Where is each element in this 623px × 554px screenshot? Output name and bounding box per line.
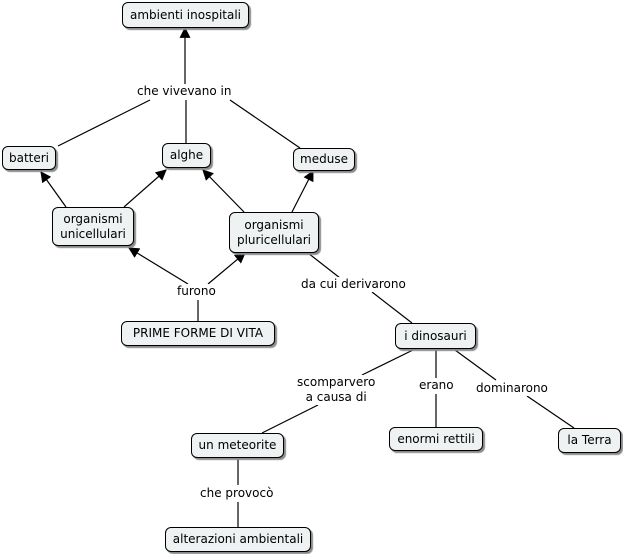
edge-derivarono-to-dinosauri <box>371 291 413 324</box>
concept-ambienti-inospitali[interactable]: ambienti inospitali <box>122 2 249 28</box>
concept-la-terra[interactable]: la Terra <box>558 428 621 453</box>
edge-dinosauri-to-scomparvero <box>361 349 414 376</box>
edge-furono-to-unicellulari <box>128 247 189 285</box>
concept-meduse[interactable]: meduse <box>293 148 355 171</box>
link-label-furono: furono <box>176 284 217 299</box>
concept-enormi-rettili[interactable]: enormi rettili <box>389 427 483 451</box>
concept-organismi-pluricellulari[interactable]: organismi pluricellulari <box>229 212 319 253</box>
concept-un-meteorite[interactable]: un meteorite <box>191 433 284 458</box>
link-label-scomparvero: scomparvero a causa di <box>296 375 377 405</box>
concept-i-dinosauri[interactable]: i dinosauri <box>395 323 476 349</box>
concept-organismi-unicellulari[interactable]: organismi unicellulari <box>52 207 134 246</box>
edge-meduse-to-vivevano <box>229 99 301 149</box>
edge-furono-to-pluricellulari <box>207 252 246 285</box>
link-label-provoco: che provocò <box>199 486 275 501</box>
concept-prime-forme-di-vita[interactable]: PRIME FORME DI VITA <box>121 321 275 346</box>
edge-dominarono-to-terra <box>526 395 575 429</box>
link-label-derivarono: da cui derivarono <box>300 277 407 292</box>
edge-unicellulari-to-batteri <box>40 171 67 208</box>
edge-pluricellulari-to-meduse <box>291 170 314 213</box>
link-label-vivevano: che vivevano in <box>136 84 233 99</box>
link-label-erano: erano <box>418 378 455 393</box>
concept-alterazioni-ambientali[interactable]: alterazioni ambientali <box>165 527 311 552</box>
edge-scomparvero-to-meteorite <box>261 404 319 434</box>
concept-alghe[interactable]: alghe <box>162 143 211 168</box>
edge-unicellulari-to-alghe <box>123 169 167 208</box>
edge-pluricellulari-to-derivarono <box>307 252 341 279</box>
link-label-dominarono: dominarono <box>475 381 549 396</box>
edge-batteri-to-vivevano <box>57 99 151 147</box>
concept-batteri[interactable]: batteri <box>2 146 56 170</box>
edge-pluricellulari-to-alghe <box>202 169 245 213</box>
edge-dinosauri-to-dominarono <box>454 349 497 381</box>
